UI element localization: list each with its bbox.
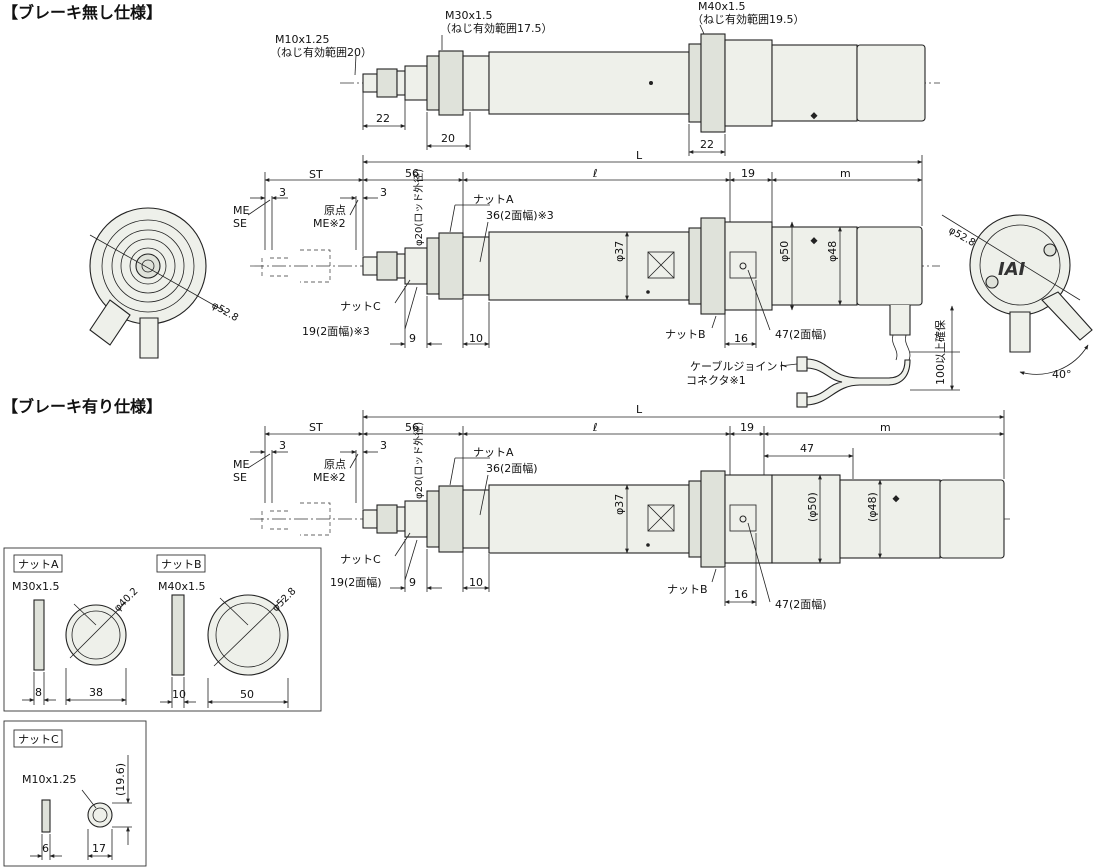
low-L: L	[636, 403, 643, 416]
left-end-view	[89, 207, 227, 359]
mid-19w: 19(2面幅)※3	[302, 325, 370, 338]
dim-22a: 22	[376, 112, 390, 125]
low-3b: 3	[380, 439, 387, 452]
middle-view	[247, 155, 960, 408]
nut-c-h: (19.6)	[114, 763, 127, 796]
low-9: 9	[409, 576, 416, 589]
low-rod-dia: φ20(ロッド外径)	[412, 422, 425, 499]
nut-a-dia: φ40.2	[112, 586, 140, 614]
nut-b-thread: M40x1.5	[158, 580, 206, 593]
mid-d48: φ48	[826, 241, 839, 262]
nut-c-title: ナットC	[18, 733, 59, 746]
nut-a-w: 38	[89, 686, 103, 699]
nut-c-detail	[13, 729, 132, 860]
nut-ab-panel	[3, 547, 322, 712]
top-view	[340, 24, 940, 156]
mid-16: 16	[734, 332, 748, 345]
mid-100: 100以上確保	[933, 320, 947, 385]
mid-origin: 原点	[324, 204, 346, 217]
nut-c-t: 6	[42, 842, 49, 855]
mid-me: ME	[233, 204, 249, 217]
low-36: 36(2面幅)	[486, 462, 538, 475]
low-st: ST	[309, 421, 323, 434]
m40-label: M40x1.5	[698, 0, 746, 13]
nut-b-dia: φ52.8	[270, 586, 298, 614]
mid-cable-joint: ケーブルジョイント	[690, 359, 788, 373]
mid-rod-dia: φ20(ロッド外径)	[412, 169, 425, 246]
low-19: 19	[740, 421, 754, 434]
nut-a-title: ナットA	[18, 558, 59, 571]
nut-a-t: 8	[35, 686, 42, 699]
dim-22b: 22	[700, 138, 714, 151]
mid-st: ST	[309, 168, 323, 181]
mid-nut-a: ナットA	[473, 193, 514, 206]
low-10: 10	[469, 576, 483, 589]
nut-a-detail	[13, 554, 127, 705]
title-with-brake: 【ブレーキ有り仕様】	[2, 397, 162, 416]
low-16: 16	[734, 588, 748, 601]
m10-eff-label: （ねじ有効範囲20）	[270, 45, 372, 59]
left-end-dia: φ52.8	[210, 300, 241, 324]
nut-c-w: 17	[92, 842, 106, 855]
mid-nut-c: ナットC	[340, 300, 381, 313]
mid-L: L	[636, 149, 643, 162]
nut-b-t: 10	[172, 688, 186, 701]
mid-3a: 3	[279, 186, 286, 199]
low-3a: 3	[279, 439, 286, 452]
m30-label: M30x1.5	[445, 9, 493, 22]
mid-m: m	[840, 167, 851, 180]
low-nut-c: ナットC	[340, 553, 381, 566]
mid-36: 36(2面幅)※3	[486, 209, 554, 222]
mid-19: 19	[741, 167, 755, 180]
mid-56: 56	[405, 167, 419, 180]
low-47: 47	[800, 442, 814, 455]
dim-20: 20	[441, 132, 455, 145]
m10-label: M10x1.25	[275, 33, 330, 46]
nut-c-thread: M10x1.25	[22, 773, 77, 786]
low-56: 56	[405, 421, 419, 434]
iai-logo: IAI	[998, 259, 1026, 280]
mid-10: 10	[469, 332, 483, 345]
low-d48: (φ48)	[866, 492, 879, 522]
right-end-angle: 40°	[1052, 368, 1072, 381]
mid-ell: ℓ	[592, 167, 598, 180]
low-m: m	[880, 421, 891, 434]
low-47w: 47(2面幅)	[775, 598, 827, 611]
right-end-view	[941, 214, 1093, 376]
mid-9: 9	[409, 332, 416, 345]
low-19w: 19(2面幅)	[330, 576, 382, 589]
low-nut-a: ナットA	[473, 446, 514, 459]
title-no-brake: 【ブレーキ無し仕様】	[2, 3, 162, 22]
nut-b-w: 50	[240, 688, 254, 701]
low-ell: ℓ	[592, 421, 598, 434]
mid-3b: 3	[380, 186, 387, 199]
mid-connector: コネクタ※1	[686, 374, 746, 387]
mid-d50: φ50	[778, 241, 791, 262]
m40-eff-label: （ねじ有効範囲19.5）	[692, 12, 805, 26]
nut-c-panel	[3, 720, 147, 867]
mid-se: SE	[233, 217, 247, 230]
low-d37: φ37	[613, 494, 626, 515]
low-me2: ME※2	[313, 471, 346, 484]
mid-47w: 47(2面幅)	[775, 328, 827, 341]
mid-d37: φ37	[613, 241, 626, 262]
low-me: ME	[233, 458, 249, 471]
mid-me2: ME※2	[313, 217, 346, 230]
low-origin: 原点	[324, 458, 346, 471]
nut-b-detail	[156, 554, 289, 708]
low-nut-b: ナットB	[667, 583, 708, 596]
low-se: SE	[233, 471, 247, 484]
nut-a-thread: M30x1.5	[12, 580, 60, 593]
low-d50: (φ50)	[806, 492, 819, 522]
nut-b-title: ナットB	[161, 558, 202, 571]
right-end-dia: φ52.8	[947, 225, 978, 249]
lower-view	[247, 410, 1010, 606]
m30-eff-label: （ねじ有効範囲17.5）	[440, 21, 553, 35]
mid-nut-b: ナットB	[665, 328, 706, 341]
